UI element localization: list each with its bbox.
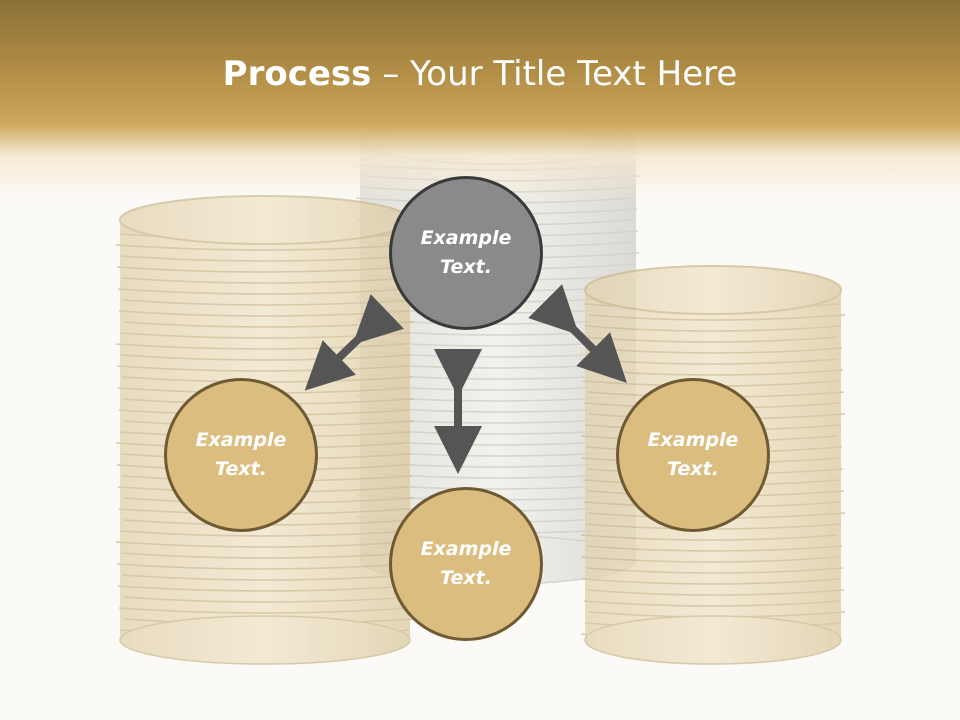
- process-node-bottom[interactable]: Example Text.: [389, 487, 543, 641]
- title-rest: Your Title Text Here: [410, 54, 738, 94]
- node-left-line2: Text.: [215, 458, 267, 480]
- header-band: [0, 0, 960, 200]
- title-bold-part: Process: [222, 54, 372, 94]
- process-node-top[interactable]: Example Text.: [389, 176, 543, 330]
- node-top-line2: Text.: [440, 256, 492, 278]
- node-top-line1: Example: [420, 227, 512, 249]
- node-bottom-line2: Text.: [440, 567, 492, 589]
- node-bottom-line1: Example: [420, 538, 512, 560]
- node-left-line1: Example: [195, 429, 287, 451]
- title-separator: –: [371, 54, 411, 94]
- node-right-line1: Example: [647, 429, 739, 451]
- slide-title: Process – Your Title Text Here: [0, 52, 960, 96]
- process-node-left[interactable]: Example Text.: [164, 378, 318, 532]
- process-node-right[interactable]: Example Text.: [616, 378, 770, 532]
- node-right-line2: Text.: [667, 458, 719, 480]
